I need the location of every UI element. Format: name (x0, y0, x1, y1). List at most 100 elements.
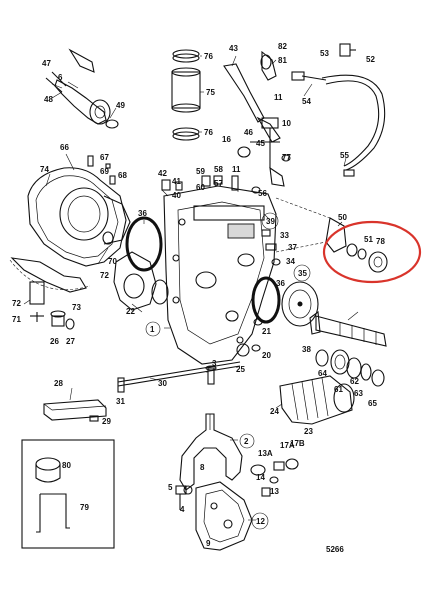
callout-76-bottom: 76 (204, 128, 213, 137)
inset-detail-box (21, 439, 115, 549)
part-plug-26-27 (50, 310, 75, 330)
part-washers-20-21 (251, 318, 263, 352)
callout-72-left: 72 (12, 299, 21, 308)
callout-51: 51 (364, 235, 373, 244)
callout-42: 42 (158, 169, 167, 178)
callout-labels: 47 6 48 49 76 75 76 43 82 81 53 52 54 11… (12, 42, 385, 554)
part-clutch-assembly-22 (102, 231, 169, 311)
callout-48: 48 (44, 95, 53, 104)
part-fittings-13-17 (250, 458, 299, 497)
callout-27: 27 (66, 337, 75, 346)
part-pivot-ring-49 (105, 119, 119, 129)
callout-53: 53 (320, 49, 329, 58)
part-bolts-33-34-37 (261, 229, 281, 266)
part-screw-3 (205, 365, 217, 385)
callout-63: 63 (354, 389, 363, 398)
part-block-28 (43, 399, 107, 421)
callout-37: 37 (288, 243, 297, 252)
callout-24: 24 (270, 407, 279, 416)
callout-6: 6 (58, 73, 63, 82)
part-main-housing-1 (161, 185, 277, 365)
callout-61: 61 (334, 385, 343, 394)
part-cable-52 (291, 43, 386, 171)
part-knob-25 (236, 343, 250, 357)
callout-36-left: 36 (138, 209, 147, 218)
part-bellows-24 (279, 375, 355, 425)
part-bushing-stack-75-76 (171, 49, 201, 141)
callout-39: 39 (266, 217, 275, 226)
part-fitting-55 (343, 169, 355, 177)
part-lever-6 (45, 48, 111, 125)
callout-17A: 17A (280, 441, 295, 450)
part-fitting-5-4 (175, 485, 193, 510)
callout-21: 21 (262, 327, 271, 336)
callout-4: 4 (180, 505, 185, 514)
callout-1: 1 (150, 325, 155, 334)
callout-13: 13 (270, 487, 279, 496)
callout-74: 74 (40, 165, 49, 174)
callout-14: 14 (256, 473, 265, 482)
callout-11-mid: 11 (232, 165, 241, 174)
callout-2: 2 (244, 437, 249, 446)
callout-33: 33 (280, 231, 289, 240)
callout-30: 30 (158, 379, 167, 388)
part-output-shaft-38 (309, 310, 387, 347)
callout-circles (145, 212, 311, 530)
callout-55: 55 (340, 151, 349, 160)
callout-69: 69 (100, 167, 109, 176)
part-bell-housing-66-74 (9, 167, 131, 290)
callout-47: 47 (42, 59, 51, 68)
callout-60: 60 (196, 183, 205, 192)
part-yoke-2 (179, 413, 243, 491)
part-hardware-56-60 (201, 175, 261, 194)
callout-68: 68 (118, 171, 127, 180)
callout-22: 22 (126, 307, 135, 316)
part-o-ring-36-right (251, 276, 281, 324)
callout-77: 77 (282, 153, 291, 162)
callout-64: 64 (318, 369, 327, 378)
callout-82: 82 (278, 42, 287, 51)
callout-29: 29 (102, 417, 111, 426)
callout-56: 56 (258, 189, 267, 198)
callout-23: 23 (304, 427, 313, 436)
callout-50: 50 (338, 213, 347, 222)
callout-70: 70 (108, 257, 117, 266)
part-bolts-67-68-69 (87, 155, 116, 185)
callout-9: 9 (206, 539, 211, 548)
part-cover-assembly-50-51-78 (275, 197, 388, 273)
callout-76-top: 76 (204, 52, 213, 61)
callout-65: 65 (368, 399, 377, 408)
callout-80: 80 (62, 461, 71, 470)
callout-52: 52 (366, 55, 375, 64)
callout-58: 58 (214, 165, 223, 174)
callout-62: 62 (350, 377, 359, 386)
callout-41: 41 (172, 177, 181, 186)
callout-71: 71 (12, 315, 21, 324)
callout-75: 75 (206, 88, 215, 97)
callout-36-right: 36 (276, 279, 285, 288)
callout-26: 26 (50, 337, 59, 346)
callout-46: 46 (244, 128, 253, 137)
callout-72-mid: 72 (100, 271, 109, 280)
callout-8: 8 (200, 463, 205, 472)
callout-78: 78 (376, 237, 385, 246)
highlight-circle (322, 220, 422, 284)
part-o-ring-36-left (125, 216, 163, 272)
callout-79: 79 (80, 503, 89, 512)
callout-38: 38 (302, 345, 311, 354)
callout-40: 40 (172, 191, 181, 200)
callout-20: 20 (262, 351, 271, 360)
callout-16: 16 (222, 135, 231, 144)
part-bracket-72-73 (10, 257, 87, 322)
leader-lines (23, 55, 359, 521)
part-bearings-61-65 (315, 349, 385, 387)
part-hardware-41-42 (161, 179, 183, 191)
callout-13A: 13A (258, 449, 273, 458)
callout-25: 25 (236, 365, 245, 374)
callout-57: 57 (214, 179, 223, 188)
callout-31: 31 (116, 397, 125, 406)
callout-5: 5 (168, 483, 173, 492)
callout-43: 43 (229, 44, 238, 53)
